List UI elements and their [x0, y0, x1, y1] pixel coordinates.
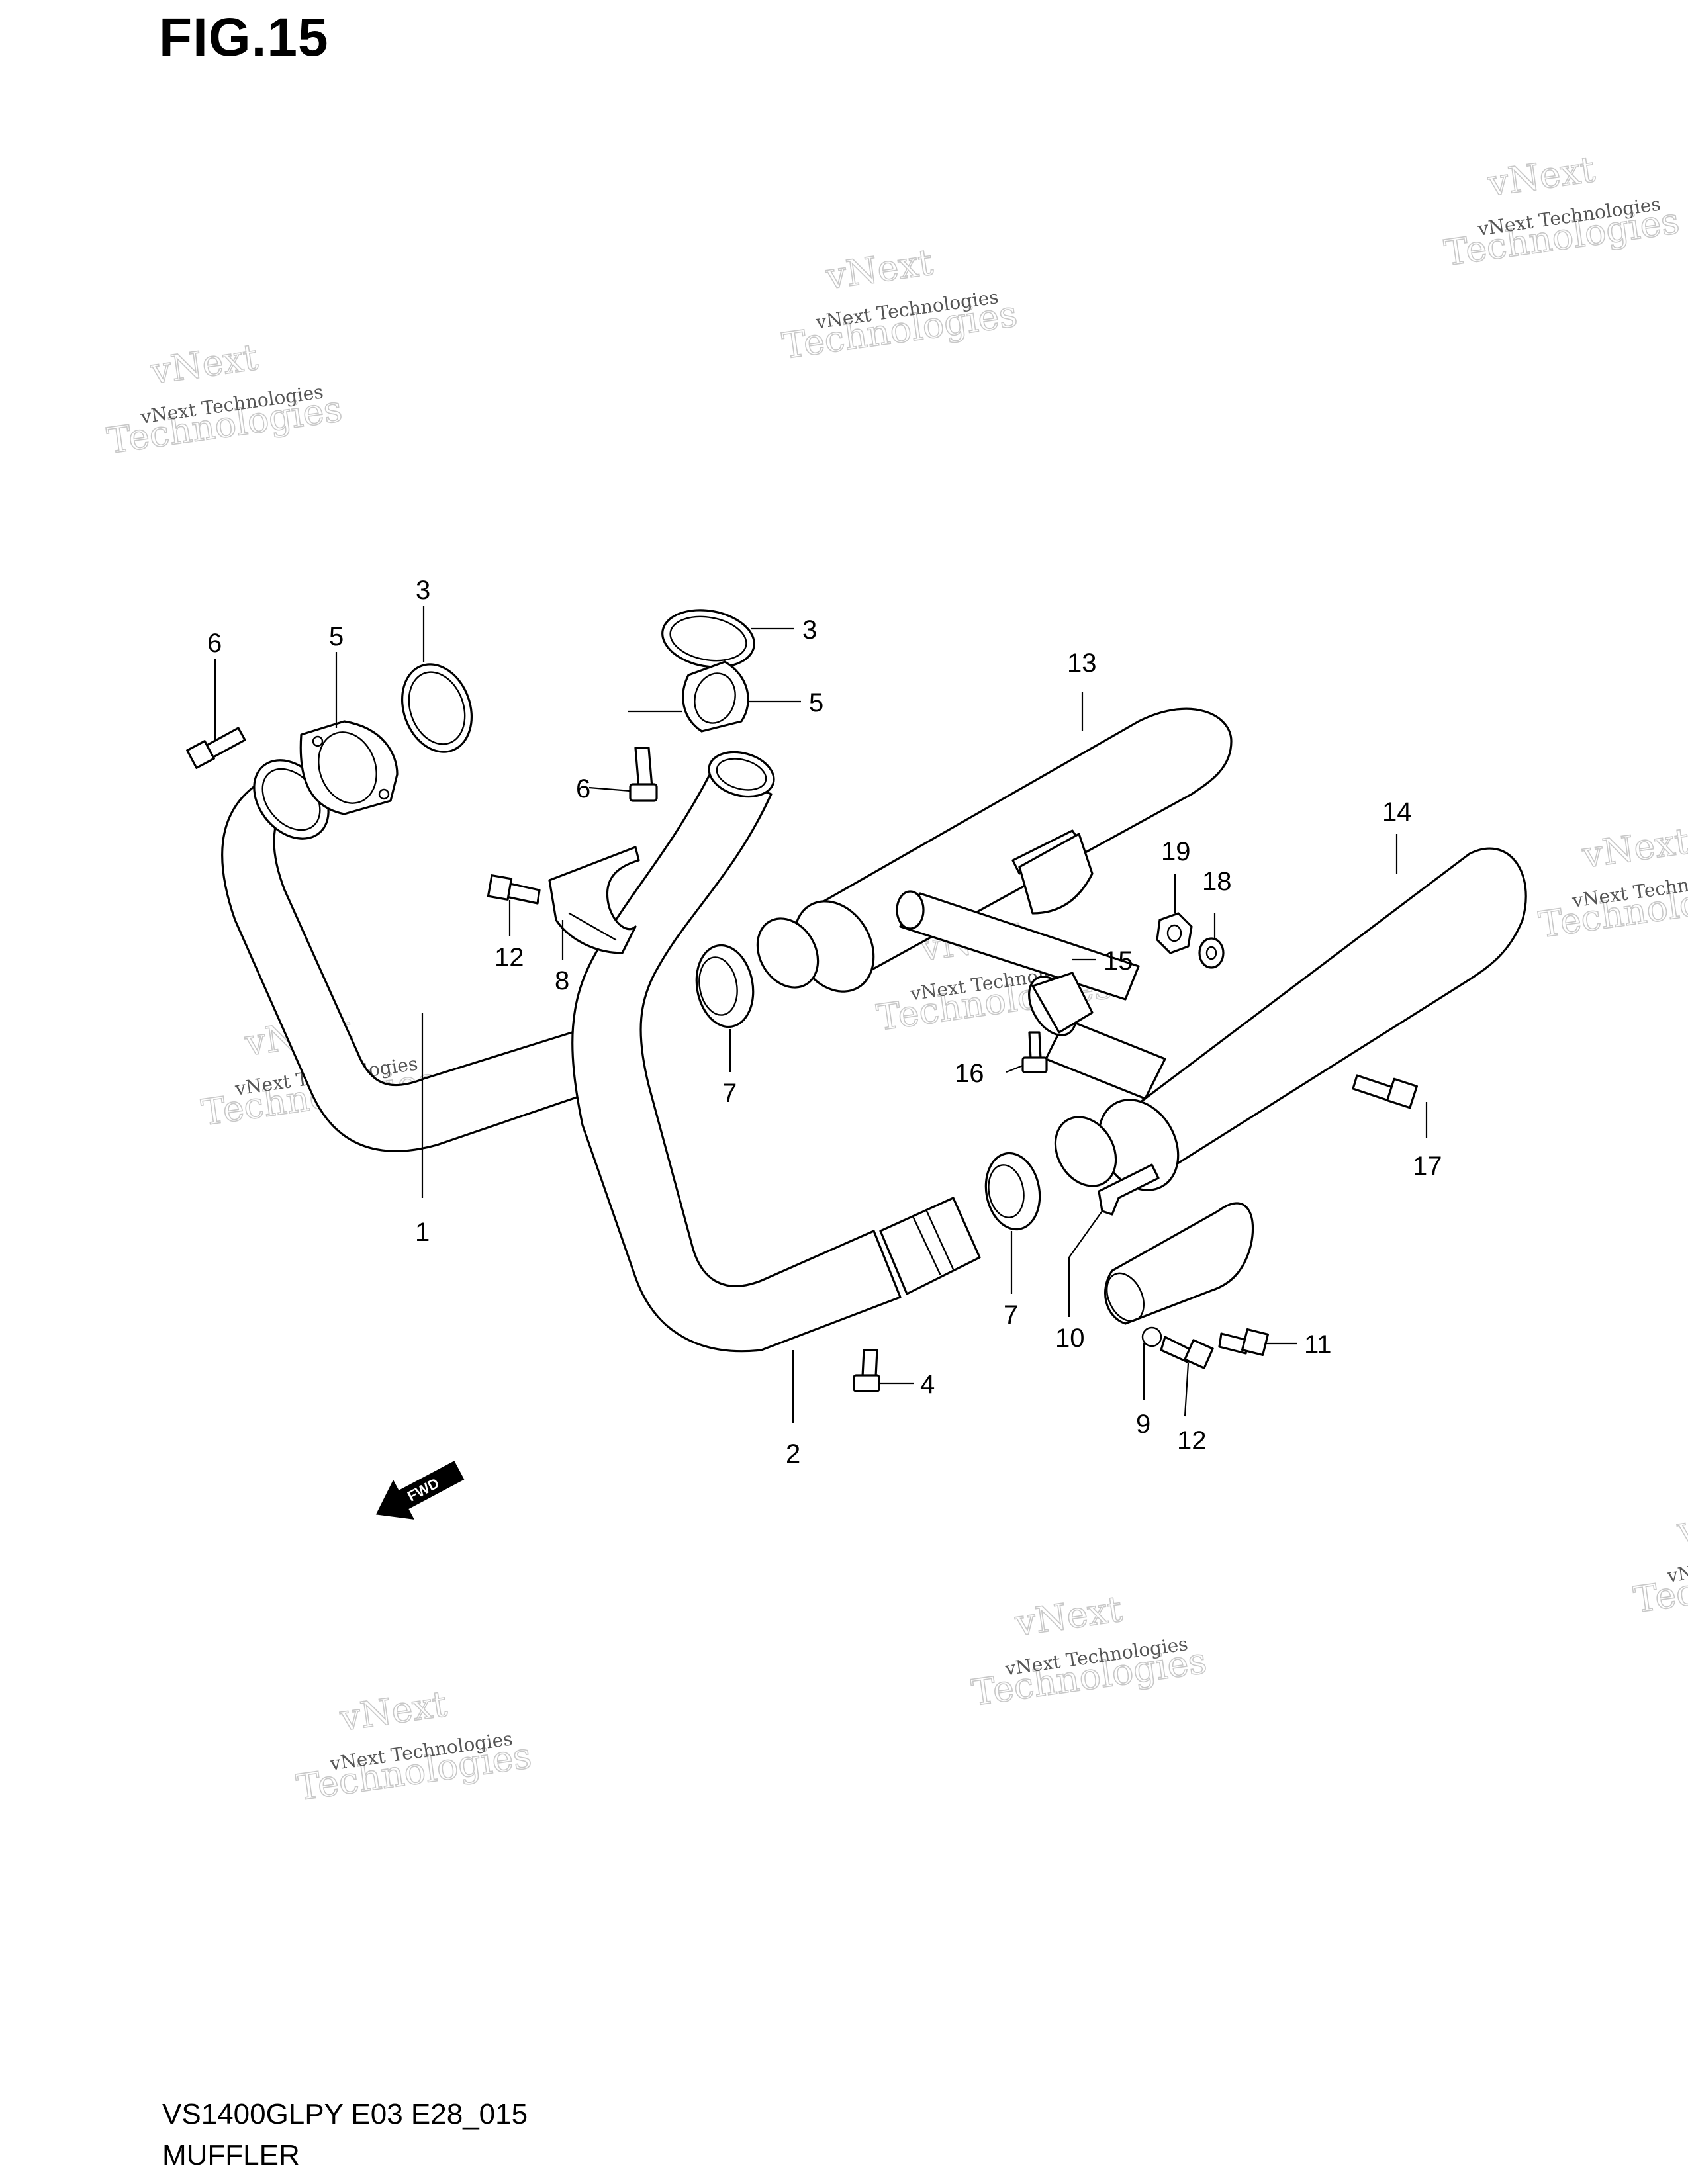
clamp-front[interactable]: [548, 846, 640, 954]
callout-17: 17: [1413, 1152, 1442, 1181]
bolt-flange-front[interactable]: [186, 727, 246, 769]
callout-13: 13: [1067, 649, 1097, 678]
watermark-top: vNext: [1674, 1495, 1688, 1551]
bolt-bracket[interactable]: [1021, 1031, 1048, 1073]
watermark-top: vNext: [148, 336, 260, 392]
callout-14: 14: [1382, 797, 1412, 827]
callout-16: 16: [955, 1059, 984, 1088]
connector-front[interactable]: [690, 941, 759, 1032]
exhaust-pipe-rear[interactable]: [571, 745, 981, 1353]
watermark: vNext Technologies vNext Technologies: [104, 336, 345, 463]
callout-12-front: 12: [494, 943, 524, 972]
callout-1: 1: [415, 1218, 430, 1247]
bolt-flange-rear[interactable]: [629, 747, 658, 802]
bolt-pipe-rear[interactable]: [853, 1349, 880, 1392]
callout-labels: 1 2 3 3 4 5 5 6 6 7 7 8 9 10 11 12 12 13…: [207, 576, 1442, 1469]
callout-12-rear: 12: [1177, 1426, 1207, 1455]
callout-5-rear: 5: [809, 688, 823, 717]
watermark: vNext Technologies vNext Technologies: [293, 1682, 534, 1809]
callout-5-front: 5: [329, 622, 344, 651]
muffler-bracket[interactable]: [1019, 968, 1094, 1043]
watermark-top: vNext: [1579, 820, 1688, 876]
watermark: vNext Technologies vNext Technologies: [779, 241, 1020, 368]
gasket-rear[interactable]: [658, 603, 759, 674]
watermark: vNext Technologies vNext Technologies: [1536, 819, 1688, 946]
watermark: vNext Technologies vNext Technologies: [968, 1588, 1209, 1715]
forward-arrow-icon: FWD: [375, 1461, 465, 1520]
watermark-top: vNext: [337, 1683, 449, 1739]
muffler-upper[interactable]: [745, 707, 1233, 1006]
callout-15: 15: [1103, 946, 1133, 976]
callout-7-rear: 7: [1004, 1300, 1018, 1330]
callout-3-front: 3: [416, 576, 430, 605]
bolt-heat-shield[interactable]: [1218, 1328, 1269, 1356]
callout-9: 9: [1136, 1410, 1150, 1439]
connector-rear[interactable]: [980, 1149, 1046, 1234]
callout-19: 19: [1161, 837, 1191, 866]
watermark: vNext Technologies vNext Technologies: [1630, 1494, 1688, 1621]
section-name: MUFFLER: [162, 2139, 300, 2171]
watermark-top: vNext: [1485, 148, 1597, 205]
callout-3-rear: 3: [802, 615, 817, 645]
gasket-front[interactable]: [391, 655, 483, 762]
flange-rear[interactable]: [682, 660, 749, 733]
watermark-top: vNext: [823, 241, 935, 297]
callout-18: 18: [1202, 867, 1232, 896]
callout-11: 11: [1304, 1330, 1332, 1359]
callout-7-front: 7: [722, 1079, 737, 1108]
figure-title: FIG.15: [159, 7, 329, 68]
nut[interactable]: [1156, 912, 1193, 954]
bolt-clamp-rear[interactable]: [1160, 1336, 1214, 1369]
bolt-clamp-front[interactable]: [487, 874, 541, 905]
exhaust-pipe-front[interactable]: [221, 746, 584, 1152]
callout-6-front: 6: [207, 629, 222, 658]
flange-front[interactable]: [299, 720, 399, 815]
callout-10: 10: [1055, 1324, 1085, 1353]
leader-lines: [214, 606, 1428, 1423]
watermark: vNext Technologies vNext Technologies: [1441, 148, 1682, 275]
callout-2: 2: [786, 1439, 800, 1469]
heat-shield-rear[interactable]: [1100, 1202, 1254, 1347]
watermark-top: vNext: [1012, 1588, 1125, 1644]
bolt-muffler-lower[interactable]: [1352, 1074, 1418, 1109]
callout-8: 8: [555, 966, 569, 995]
model-code: VS1400GLPY E03 E28_015: [162, 2098, 528, 2130]
callout-4: 4: [920, 1370, 935, 1399]
washer[interactable]: [1198, 937, 1225, 969]
muffler-lower[interactable]: [1043, 847, 1527, 1205]
callout-6-rear: 6: [576, 774, 590, 803]
